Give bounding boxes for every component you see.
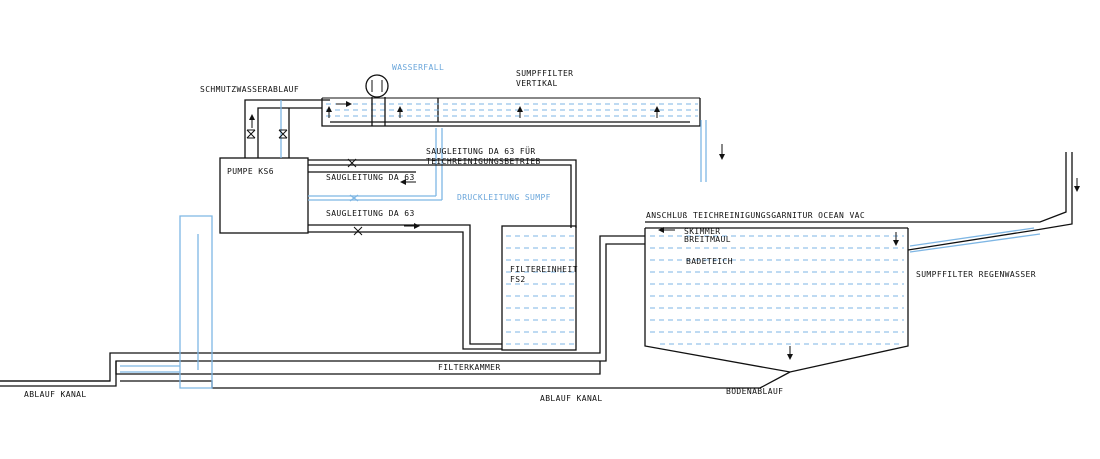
label-saugleitung-2: SAUGLEITUNG DA 63	[326, 209, 415, 218]
filtereinheit-box	[501, 225, 577, 351]
sumpffilter-outlet	[700, 120, 707, 182]
label-saugleitung-betrieb-1: SAUGLEITUNG DA 63 FÜR	[426, 146, 536, 156]
label-druckleitung: DRUCKLEITUNG SUMPF	[457, 193, 551, 202]
label-sumpffilter-vertikal-1: SUMPFFILTER	[516, 69, 573, 78]
label-filtereinheit-2: FS2	[510, 275, 526, 284]
valve-icon	[246, 129, 288, 139]
label-skimmer-2: BREITMAUL	[684, 235, 731, 244]
label-wasserfall: WASSERFALL	[392, 63, 444, 72]
label-bodenablauf: BODENABLAUF	[726, 387, 783, 396]
label-sumpffilter-regenwasser: SUMPFFILTER REGENWASSER	[916, 270, 1036, 279]
label-saugleitung-1: SAUGLEITUNG DA 63	[326, 173, 415, 182]
valve-icon	[347, 158, 363, 236]
label-ablauf-kanal-left: ABLAUF KANAL	[24, 390, 87, 399]
sumpffilter-regenwasser	[907, 152, 1073, 253]
label-ablauf-kanal-mid: ABLAUF KANAL	[540, 394, 603, 403]
label-pumpe: PUMPE KS6	[227, 167, 274, 176]
flow-arrow-icon	[249, 101, 1080, 360]
pump-risers	[244, 99, 330, 158]
saugleitung-pipes	[308, 159, 577, 350]
label-sumpffilter-vertikal-2: VERTIKAL	[516, 79, 558, 88]
label-filtereinheit-1: FILTEREINHEIT	[510, 265, 578, 274]
badeteich-pond	[644, 152, 1067, 373]
label-saugleitung-betrieb-2: TEICHREINIGUNGSBETRIEB	[426, 157, 541, 166]
sumpffilter-vertikal-basin	[321, 97, 701, 127]
label-filterkammer: FILTERKAMMER	[438, 363, 501, 372]
ground-line	[0, 235, 1100, 389]
pump-icon	[365, 74, 389, 126]
druckleitung-pipe	[308, 128, 443, 201]
label-schmutzwasserablauf: SCHMUTZWASSERABLAUF	[200, 85, 299, 94]
label-badeteich: BADETEICH	[686, 257, 733, 266]
label-skimmer-1: SKIMMER	[684, 227, 721, 236]
filterkammer-channel	[115, 361, 601, 375]
blue-drain-pipe	[120, 215, 213, 389]
label-anschluss: ANSCHLUß TEICHREINIGUNGSGARNITUR OCEAN V…	[646, 211, 865, 220]
